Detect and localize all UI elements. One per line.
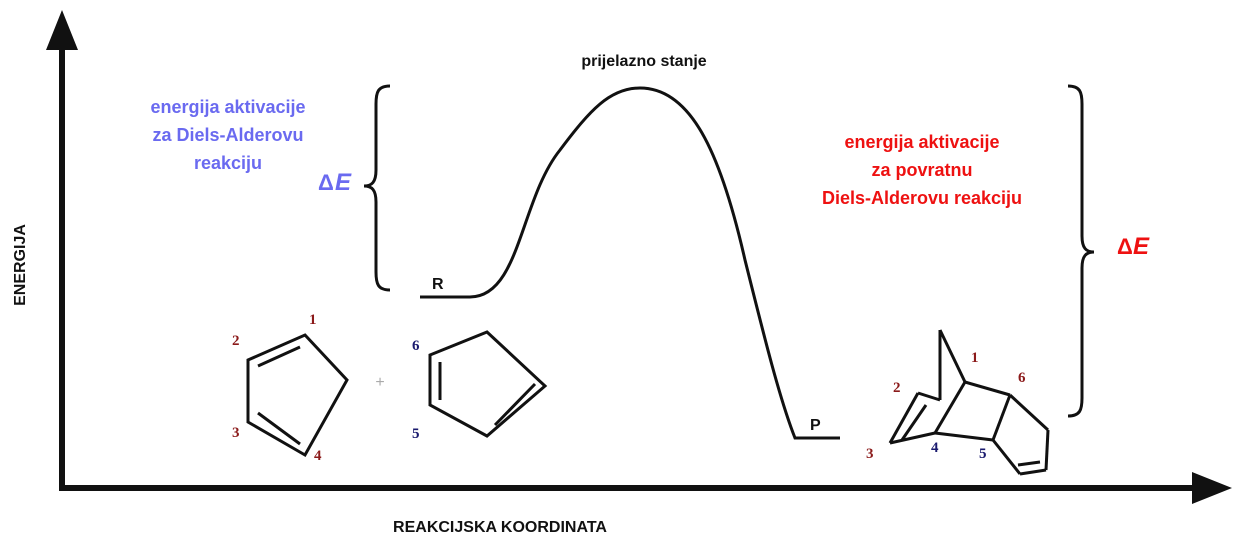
energy-curve bbox=[420, 86, 840, 440]
reverse-delta-symbol: Δ bbox=[1117, 234, 1133, 259]
forward-delta-symbol: Δ bbox=[318, 170, 334, 195]
reverse-text-line-3: Diels-Alderovu reakciju bbox=[822, 188, 1022, 208]
dienophile-number-6: 6 bbox=[412, 338, 420, 354]
x-axis-arrow-icon bbox=[1192, 472, 1232, 504]
reverse-text-line-2: za povratnu bbox=[871, 160, 972, 180]
forward-text-line-3: reakciju bbox=[194, 153, 262, 173]
product-number-2: 2 bbox=[893, 380, 901, 396]
diene-number-4: 4 bbox=[314, 448, 322, 464]
dienophile-number-5: 5 bbox=[412, 426, 420, 442]
reverse-e-symbol: E bbox=[1133, 233, 1150, 260]
reverse-text-line-1: energija aktivacije bbox=[844, 132, 999, 152]
diene-structure bbox=[246, 333, 349, 458]
diene-number-1: 1 bbox=[309, 312, 317, 328]
forward-brace bbox=[363, 84, 391, 292]
dienophile-numbers: 6 5 bbox=[412, 338, 420, 442]
y-axis bbox=[46, 10, 78, 490]
forward-e-symbol: E bbox=[335, 169, 352, 196]
product-number-4: 4 bbox=[931, 440, 939, 456]
y-axis-label: ENERGIJA bbox=[12, 224, 29, 306]
product-number-6: 6 bbox=[1018, 370, 1026, 386]
product-structure bbox=[888, 329, 1050, 476]
reverse-brace bbox=[1067, 84, 1095, 418]
forward-text-line-2: za Diels-Alderovu bbox=[152, 125, 303, 145]
product-numbers: 1 2 3 4 5 6 bbox=[866, 350, 1026, 462]
x-axis bbox=[59, 472, 1232, 504]
diene-number-3: 3 bbox=[232, 425, 240, 441]
product-number-1: 1 bbox=[971, 350, 979, 366]
reverse-activation-text: energija aktivacije za povratnu Diels-Al… bbox=[822, 132, 1022, 208]
forward-delta-e: Δ E bbox=[318, 169, 352, 196]
dienophile-structure bbox=[428, 330, 548, 438]
forward-text-line-1: energija aktivacije bbox=[150, 97, 305, 117]
transition-state-label: prijelazno stanje bbox=[581, 53, 706, 70]
forward-activation-text: energija aktivacije za Diels-Alderovu re… bbox=[150, 97, 305, 173]
y-axis-arrow-icon bbox=[46, 10, 78, 50]
product-label: P bbox=[810, 417, 821, 434]
product-number-3: 3 bbox=[866, 446, 874, 462]
product-number-5: 5 bbox=[979, 446, 987, 462]
diene-number-2: 2 bbox=[232, 333, 240, 349]
diene-numbers: 1 2 3 4 bbox=[232, 312, 322, 464]
plus-sign: + bbox=[375, 374, 384, 391]
x-axis-label: REAKCIJSKA KOORDINATA bbox=[393, 519, 607, 536]
reactant-label: R bbox=[432, 276, 444, 293]
reverse-delta-e: Δ E bbox=[1117, 233, 1150, 260]
